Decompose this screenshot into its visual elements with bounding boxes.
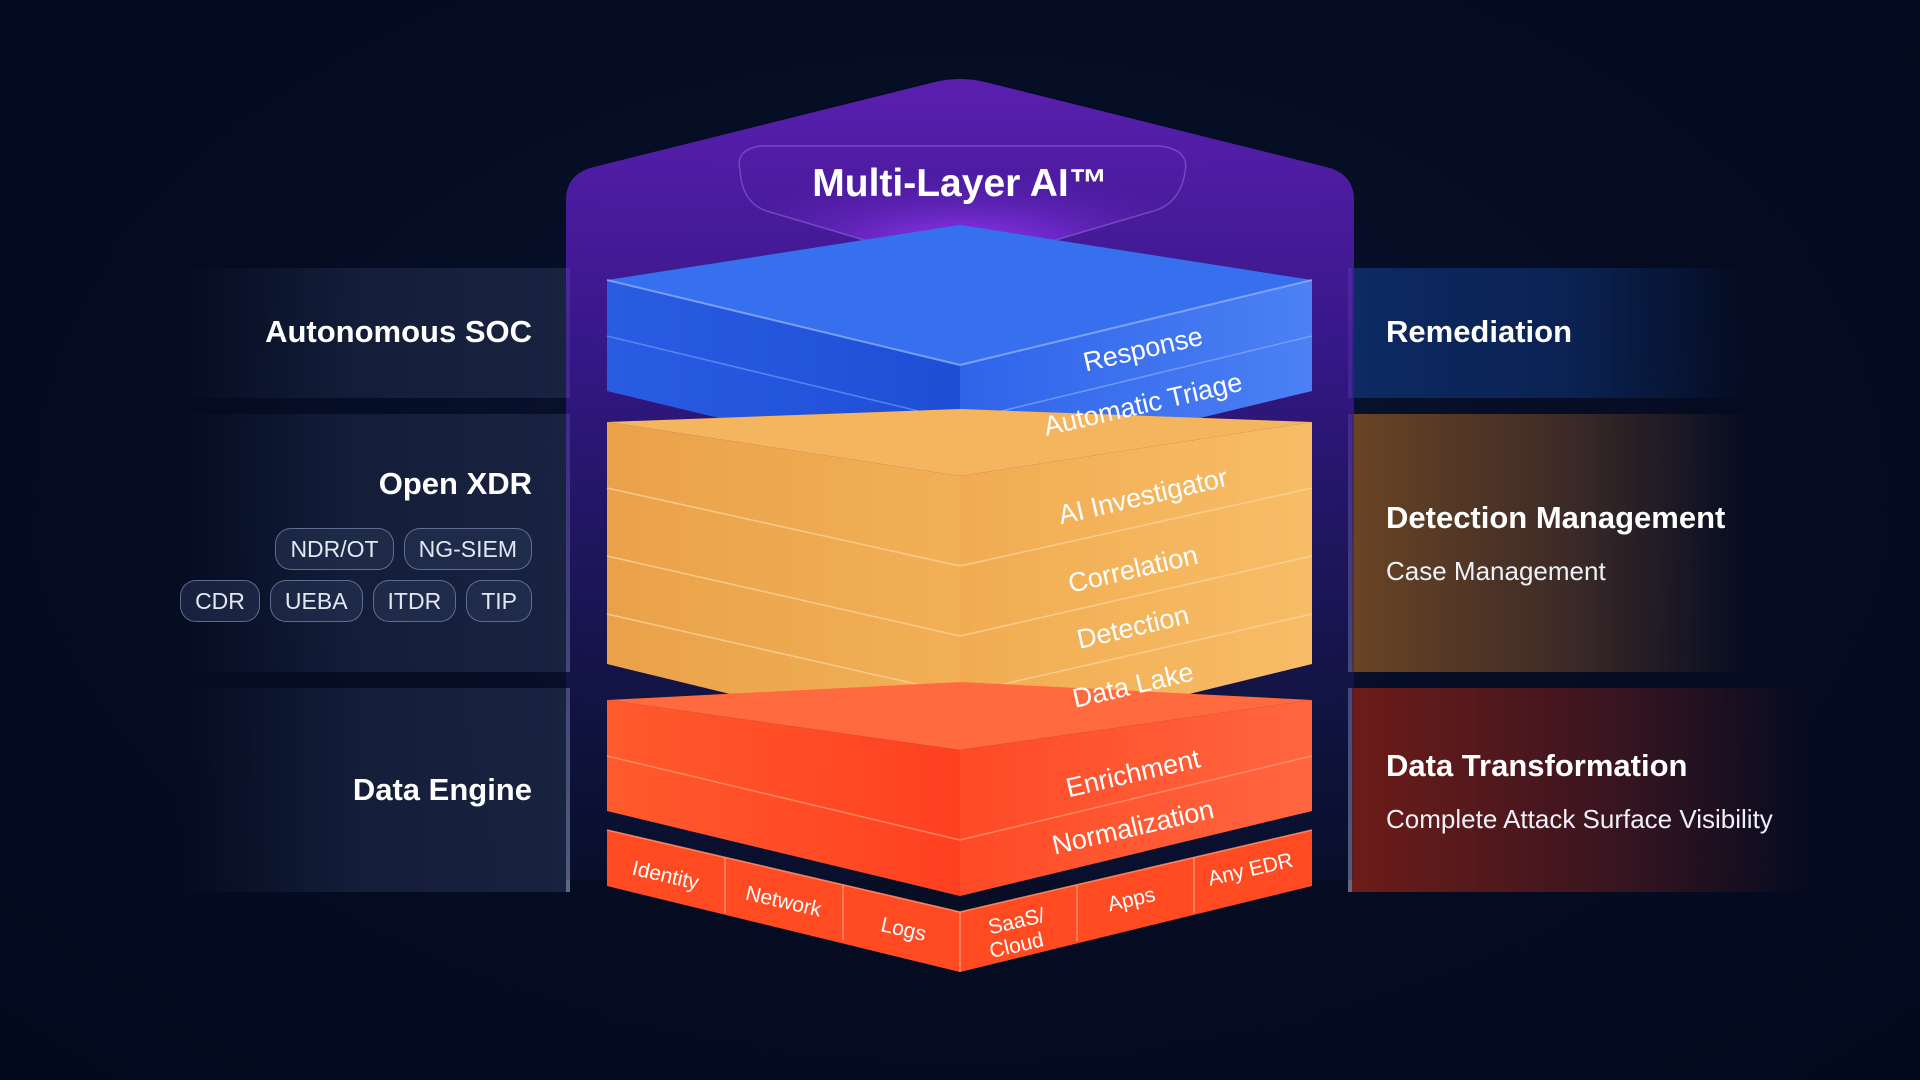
chip-tip: TIP [466,580,532,622]
open-xdr-label: Open XDR [378,466,532,501]
remediation-label: Remediation [1386,314,1573,349]
attack-surface-visibility-label: Complete Attack Surface Visibility [1386,804,1773,834]
orange-block-right [960,422,1312,750]
chip-ndr-ot: NDR/OT [275,528,394,570]
panel-data-engine: Data Engine [180,688,570,892]
data-engine-label: Data Engine [352,772,532,807]
chip-ueba: UEBA [269,580,363,622]
detection-management-label: Detection Management [1386,500,1726,535]
panel-autonomous-soc: Autonomous SOC [180,268,570,398]
data-transformation-label: Data Transformation [1386,748,1688,783]
panel-detection-management: Detection Management Case Management [1348,414,1748,672]
chip-ng-siem: NG-SIEM [403,528,532,570]
case-management-label: Case Management [1386,556,1606,586]
title-plate [739,146,1186,267]
orange-block-left [607,422,960,750]
panel-open-xdr: Open XDR NDR/OT NG-SIEM CDR UEBA ITDR TI… [180,414,570,672]
panel-data-transformation: Data Transformation Complete Attack Surf… [1348,688,1808,892]
autonomous-soc-label: Autonomous SOC [265,314,532,349]
panel-remediation: Remediation [1348,268,1748,398]
multi-layer-ai-title: Multi-Layer AI™ [812,162,1107,205]
red-block-top [607,682,1312,750]
blue-block-top [607,225,1312,365]
orange-block-top [607,409,1312,476]
chip-cdr: CDR [180,580,260,622]
chip-itdr: ITDR [372,580,457,622]
